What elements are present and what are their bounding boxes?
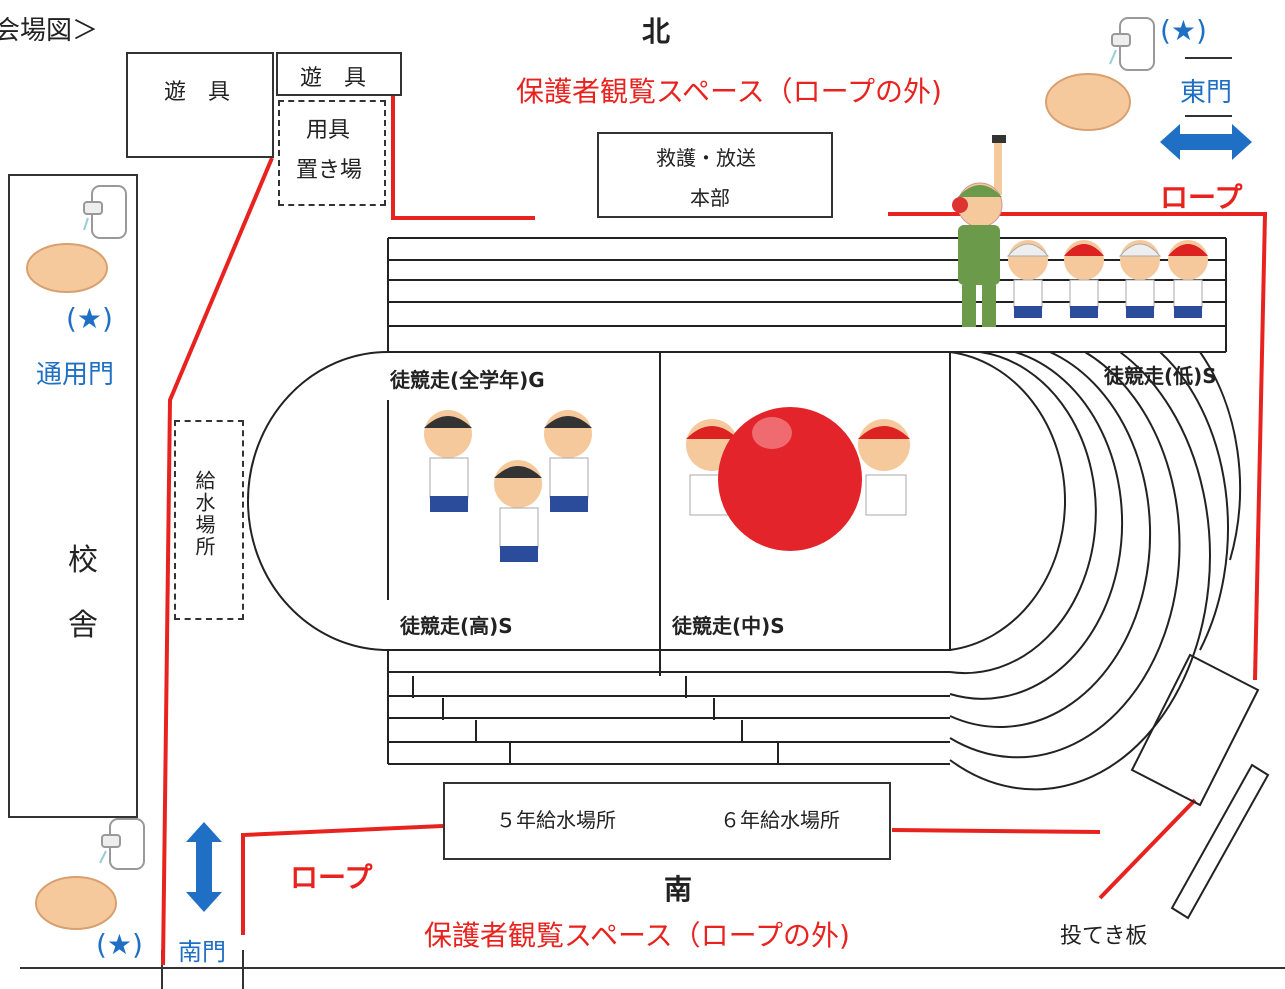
playground-box-1 <box>126 52 274 158</box>
hq-label-2: 本部 <box>690 186 730 210</box>
hq-label-1: 救護・放送 <box>656 146 756 170</box>
water-5-label: ５年給水場所 <box>496 808 616 832</box>
storage-label-1: 用具 <box>306 118 351 143</box>
event-low: 徒競走(低)S <box>1104 364 1217 388</box>
playground-box-2 <box>276 52 402 96</box>
hand-washing-icon <box>26 185 127 293</box>
south-label: 南 <box>664 873 693 906</box>
event-middle: 徒競走(中)S <box>672 614 785 638</box>
starter-pistol-icon <box>952 135 1006 327</box>
west-gate-label[interactable]: 通用門 <box>36 360 115 390</box>
infield <box>247 351 951 651</box>
throw-board-label: 投てき板 <box>1060 924 1148 949</box>
hand-washing-icon <box>1045 17 1155 131</box>
runners-icon <box>1006 240 1208 318</box>
rope-east-label: ロープ <box>1160 181 1243 214</box>
school-label-1: 校 <box>68 543 98 578</box>
event-high: 徒競走(高)S <box>400 614 513 638</box>
throw-board-shapes <box>1130 653 1270 920</box>
east-gate-label[interactable]: 東門 <box>1180 78 1233 108</box>
ball-push-icon <box>686 407 910 551</box>
rope-south-label: ロープ <box>290 861 373 894</box>
school-label-2: 舎 <box>68 608 98 643</box>
water-station-area <box>174 420 244 620</box>
event-all-grades: 徒競走(全学年)G <box>390 368 545 392</box>
hand-washing-icon <box>35 818 145 930</box>
south-straight <box>387 649 950 765</box>
water-station-label: 給水場所 <box>192 470 216 558</box>
map-title: 会場図＞ <box>0 16 99 46</box>
spectator-north-label: 保護者観覧スペース（ロープの外) <box>516 75 942 108</box>
north-label: 北 <box>642 15 671 48</box>
south-gate-star: (★) <box>96 928 143 961</box>
spectator-south-label: 保護者観覧スペース（ロープの外) <box>424 919 850 952</box>
playground-label-1: 遊 具 <box>164 80 231 105</box>
playground-label-2: 遊 具 <box>300 66 367 91</box>
storage-area <box>278 100 386 206</box>
south-water-box <box>443 782 891 860</box>
runners-icon <box>424 410 592 562</box>
rope-lines <box>161 96 1268 966</box>
east-curve <box>949 351 1242 791</box>
storage-label-2: 置き場 <box>296 158 363 183</box>
west-gate-star: (★) <box>66 302 113 335</box>
east-gate-star: (★) <box>1160 14 1207 47</box>
hq-box <box>597 132 833 218</box>
water-6-label: ６年給水場所 <box>720 808 840 832</box>
south-gate-label[interactable]: 南門 <box>178 938 226 966</box>
